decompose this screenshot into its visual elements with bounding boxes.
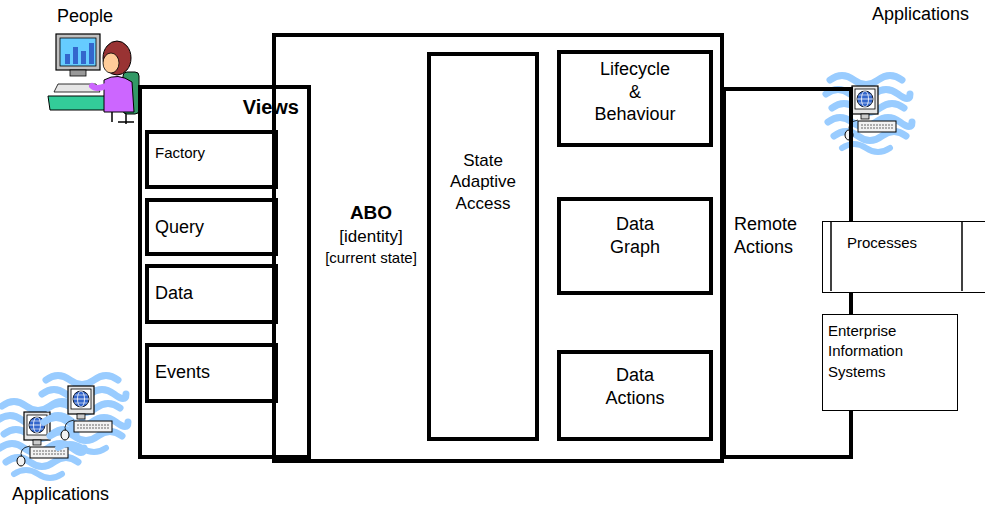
box-text: Factory [149,134,274,163]
box-label: Data Graph [605,213,665,258]
process-box: Processes [822,221,985,293]
box-text: Data [149,268,274,305]
component-box: ABO[identity][current state]ViewsFactory… [272,33,724,463]
box-text: Lifecycle & Behaviour [593,54,677,126]
view-box: Query [145,198,278,256]
box-label: Views [148,95,299,120]
box-label: Lifecycle & Behaviour [593,58,677,126]
actor-label: Applications [12,484,109,505]
module-box: Data Actions [557,350,713,441]
box-label: Data Actions [603,364,667,409]
box-text: Query [149,202,274,239]
actor-label: People [57,6,113,27]
view-box: Events [145,343,278,403]
box-label: State Adaptive Access [437,150,529,214]
process-bar [830,222,832,291]
application-icon [42,376,128,453]
module-box: Lifecycle & Behaviour [557,50,713,147]
views-panel: ViewsFactoryQueryDataEvents [138,85,311,459]
box-text: Views [142,89,307,120]
process-bar [961,222,963,291]
box-text: Data Graph [605,201,665,258]
view-box: Factory [145,130,278,189]
box-text: Remote Actions [726,91,806,258]
component-attribute: [identity] [312,226,430,248]
module-box: Data Graph [557,197,713,295]
view-box: Data [145,264,278,324]
box-label: Enterprise Information Systems [828,321,928,382]
box-text: Enterprise Information Systems [823,315,928,382]
box-text: State Adaptive Access [437,56,529,214]
box-label: Events [155,361,274,384]
access-box: State Adaptive Access [427,52,539,441]
box-label: Query [155,216,274,239]
component-attribute: [current state] [312,248,430,268]
box-label: Data [155,282,274,305]
box-label: Factory [155,144,274,163]
actor-label: Applications [872,4,969,25]
component-name: ABO [312,201,430,226]
box-text: Events [149,347,274,384]
box-label: Processes [847,234,985,253]
box-label: Remote Actions [734,213,806,258]
box-text: Data Actions [603,354,667,409]
system-box: Enterprise Information Systems [822,314,958,411]
component-label: ABO[identity][current state] [312,201,430,267]
person-at-computer [48,34,139,124]
box-text: Processes [823,222,985,253]
process-bars [823,222,978,291]
